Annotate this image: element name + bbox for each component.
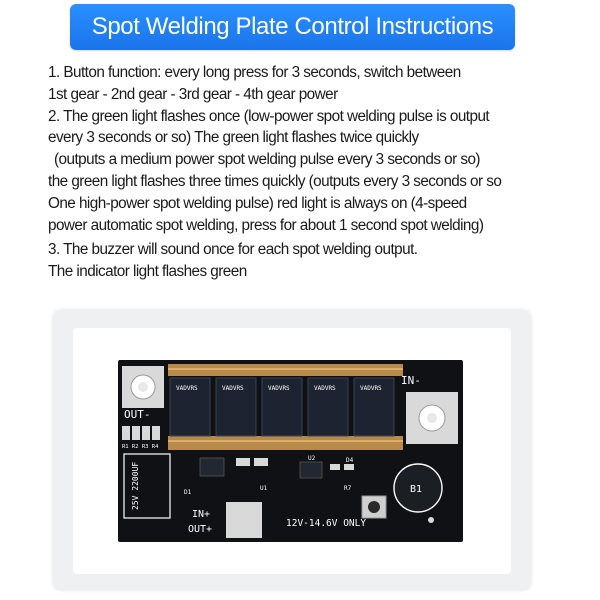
buzzer-b1 — [393, 463, 443, 513]
instruction-line: 1. Button function: every long press for… — [48, 64, 461, 81]
label-voltage: 12V-14.6V ONLY — [286, 518, 366, 529]
instruction-line: every 3 seconds or so) The green light f… — [48, 129, 419, 147]
svg-text:VADVRS: VADVRS — [360, 385, 382, 392]
svg-text:D4: D4 — [346, 457, 354, 464]
svg-text:U2: U2 — [308, 455, 316, 462]
svg-text:R7: R7 — [344, 485, 352, 492]
label-in-plus: IN+ — [192, 509, 210, 520]
svg-text:B1: B1 — [410, 484, 422, 495]
svg-text:R1 R2 R3 R4: R1 R2 R3 R4 — [122, 444, 159, 450]
instruction-line: The indicator light flashes green — [48, 263, 247, 281]
instruction-line: the green light flashes three times quic… — [48, 172, 502, 190]
svg-text:VADVRS: VADVRS — [314, 385, 336, 392]
instruction-line: 1st gear - 2nd gear - 3rd gear - 4th gea… — [48, 85, 338, 103]
instruction-line: (outputs a medium power spot welding pul… — [54, 151, 481, 169]
mosfet-row: VADVRS VADVRS VADVRS VADVRS VADVRS — [169, 377, 395, 437]
label-capacitor: 25V 2200UF — [131, 462, 140, 510]
instructions-text: 1. Button function: every long press for… — [48, 62, 588, 283]
instruction-line: 2. The green light flashes once (low-pow… — [48, 107, 490, 125]
label-out-plus: OUT+ — [188, 524, 212, 535]
svg-text:VADVRS: VADVRS — [268, 385, 290, 392]
svg-text:VADVRS: VADVRS — [222, 385, 244, 392]
ic-u1 — [199, 457, 225, 477]
instruction-line: power automatic spot welding, press for … — [48, 216, 484, 234]
instruction-line: One high-power spot welding pulse) red l… — [48, 194, 467, 212]
pcb-board-image: VADVRS VADVRS VADVRS VADVRS VADVRS IN- O… — [118, 360, 463, 542]
copper-bar-bottom — [168, 436, 403, 450]
ic-u2 — [299, 461, 323, 479]
in-plus-pad — [226, 502, 262, 538]
svg-text:U1: U1 — [260, 485, 268, 492]
title-banner: Spot Welding Plate Control Instructions — [70, 4, 515, 50]
svg-text:D1: D1 — [184, 489, 192, 496]
page-title: Spot Welding Plate Control Instructions — [91, 13, 494, 40]
svg-text:VADVRS: VADVRS — [176, 385, 198, 392]
resistor-array: R1 R2 R3 R4 — [122, 426, 160, 450]
label-in-minus: IN- — [401, 374, 421, 387]
capacitor-outline — [123, 453, 171, 519]
label-out-minus: OUT- — [124, 408, 151, 421]
instruction-line: 3. The buzzer will sound once for each s… — [48, 241, 418, 259]
